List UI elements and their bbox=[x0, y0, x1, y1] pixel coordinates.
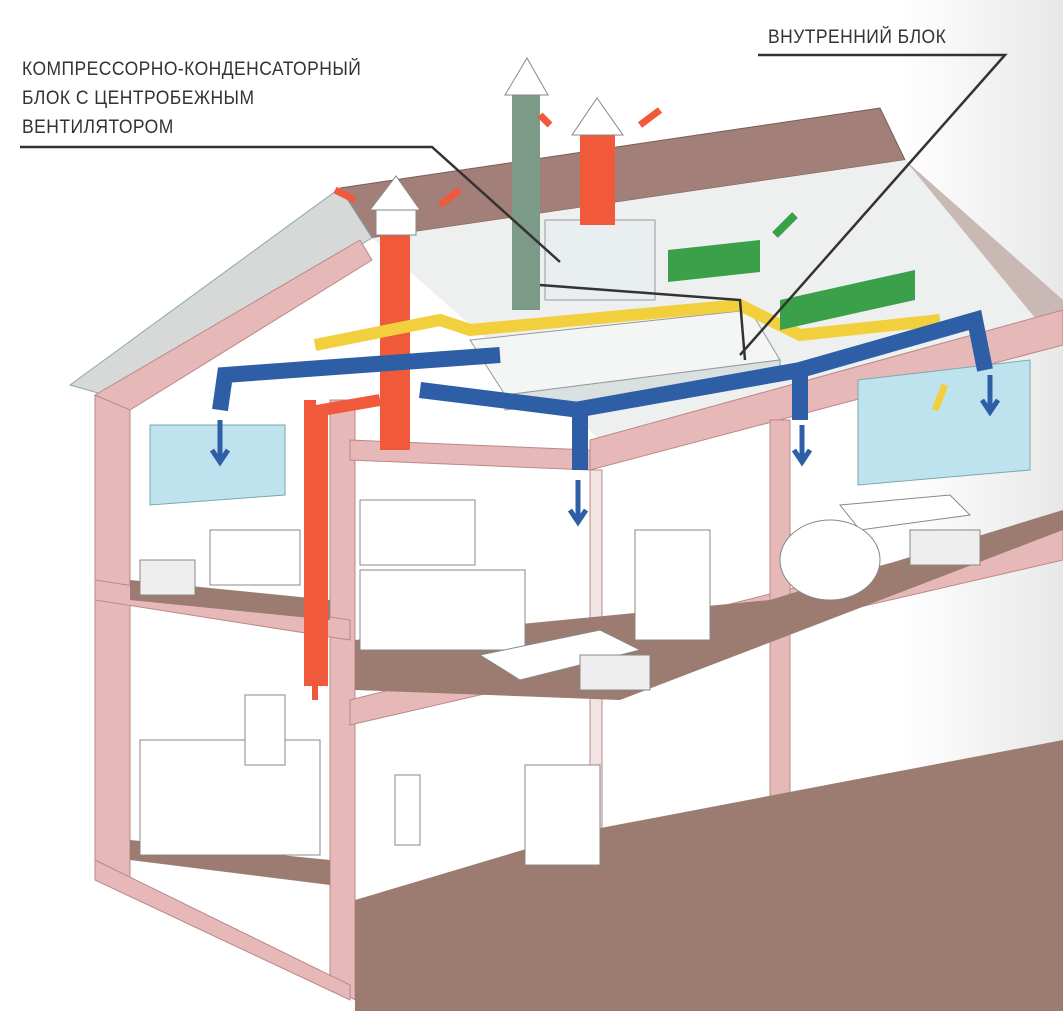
condenser-unit bbox=[544, 219, 656, 301]
condenser-unit-label: КОМПРЕССОРНО-КОНДЕНСАТОРНЫЙ БЛОК С ЦЕНТР… bbox=[22, 55, 361, 142]
condenser-label-line-1: КОМПРЕССОРНО-КОНДЕНСАТОРНЫЙ bbox=[22, 59, 362, 80]
leader-lines bbox=[20, 53, 1008, 361]
condenser-label-line-3: ВЕНТИЛЯТОРОМ bbox=[22, 117, 174, 138]
airflow-arrows bbox=[209, 107, 1001, 700]
supply-ducts bbox=[212, 309, 993, 470]
furniture bbox=[139, 494, 981, 866]
indoor-unit-label: ВНУТРЕННИЙ БЛОК bbox=[768, 27, 947, 48]
windows bbox=[149, 359, 1031, 506]
vent-chimneys bbox=[304, 57, 624, 686]
condenser-label-line-2: БЛОК С ЦЕНТРОБЕЖНЫМ bbox=[22, 88, 255, 109]
refrigerant-line bbox=[313, 298, 941, 351]
fresh-air-ducts bbox=[668, 240, 915, 330]
